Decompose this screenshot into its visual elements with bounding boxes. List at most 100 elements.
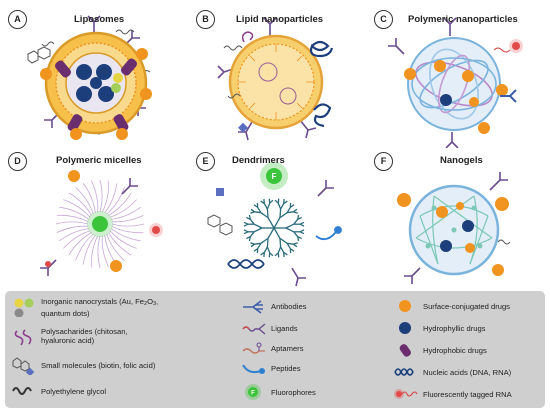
dendrimer-branch (293, 218, 299, 225)
peptide-icon (242, 364, 265, 374)
legend-item-ligands: Ligands (241, 321, 361, 339)
dendrimer-branch (250, 208, 256, 213)
inner-vesicles (258, 62, 297, 105)
aptamer-icon (242, 342, 265, 354)
lipid-nanoparticle-illustration (217, 17, 334, 141)
dendrimer-branch (267, 217, 275, 229)
legend-item-nucleic-acids: Nucleic acids (DNA, RNA) (393, 363, 543, 381)
surface-drugs (404, 68, 508, 134)
panel-letter: F (374, 152, 393, 171)
surface-drug-icon (399, 300, 411, 312)
dendrimer-branch (287, 211, 294, 214)
legend-label: Aptamers (271, 344, 304, 353)
tagged-rna (45, 223, 163, 267)
tagged-rna-icon (394, 389, 418, 399)
polymer-chains (411, 48, 497, 120)
dendrimer-branch (279, 208, 282, 218)
legend-label: Surface-conjugated drugs (423, 302, 510, 311)
panel-title: Polymeric micelles (56, 155, 142, 166)
antibody (500, 89, 517, 103)
panel-letter: D (8, 152, 27, 171)
dendrimer-branch (254, 242, 261, 245)
micelle-chain (75, 233, 94, 261)
micelle-chain (110, 228, 141, 242)
dendrimer-branch (292, 243, 298, 248)
micelle-chains (55, 179, 145, 269)
panel-lipid-nanoparticles: B Lipid nanoparticles (188, 2, 371, 148)
surface-drugs (68, 170, 122, 272)
antibody-icon (243, 300, 263, 314)
micelle-chain (56, 225, 89, 233)
micelle-chain (90, 235, 99, 268)
panel-letter: C (374, 10, 393, 29)
dendrimer-branch (289, 204, 295, 208)
micelle-chain (55, 221, 89, 225)
dendrimer-branch (263, 246, 268, 253)
small-molecule (216, 188, 224, 196)
peg-icon (12, 387, 32, 395)
surface-drugs (40, 48, 152, 140)
peg-chains (223, 45, 243, 99)
legend-item-surface-drugs: Surface-conjugated drugs (393, 297, 543, 315)
micelle-chain (63, 230, 91, 249)
dendrimer-branch (263, 203, 268, 210)
micelle-chain (111, 206, 141, 220)
dendrimer-branch (260, 212, 269, 219)
legend-item-tagged-rna: Fluorescently tagged RNA (393, 385, 543, 403)
dendrimer-branch (293, 231, 299, 238)
small-molecule (238, 122, 248, 133)
legend-label: Peptides (271, 364, 301, 373)
small-molecule (207, 214, 233, 236)
peptide (315, 226, 342, 241)
legend-label: Hydrophyllic drugs (423, 324, 486, 333)
panel-title: Nanogels (440, 155, 483, 166)
dendrimer-branch (250, 242, 255, 245)
dendrimer-branch (287, 242, 294, 245)
dendrimer-branch (286, 242, 291, 249)
encapsulated-drugs (434, 60, 479, 107)
dendrimer-branch (273, 227, 281, 239)
legend-item-peptides: Peptides (241, 361, 361, 379)
dendrimer-branch (260, 251, 265, 256)
micelle-chain (109, 230, 137, 249)
legend-item-nanocrystals: Inorganic nanocrystals (Au, Fe2O3,quantu… (11, 297, 191, 321)
dendrimer-branch (249, 231, 255, 238)
dendrimer-branch (285, 223, 295, 229)
dendrimer-branch (246, 236, 251, 240)
ligand-icon (242, 323, 266, 335)
dendrimer-branch (296, 236, 300, 242)
dendrimer-branch (277, 202, 282, 210)
dendrimer-branch (277, 246, 282, 254)
dendrimer-branch (285, 227, 295, 233)
legend-label: Inorganic nanocrystals (Au, Fe2O3,quantu… (41, 297, 159, 318)
dendrimer-branches (243, 198, 305, 258)
micelle-chain (82, 234, 96, 265)
nucleic-acid (227, 259, 265, 269)
dendrimer-branch (269, 199, 274, 204)
panel-letter: E (196, 152, 215, 171)
encapsulated-drugs (436, 202, 475, 253)
small-molecule-icon (12, 357, 35, 375)
dendrimer-branch (266, 246, 271, 254)
dendrimer-branch (266, 238, 269, 248)
legend-item-peg: Polyethylene glycol (11, 383, 191, 401)
lipid-tails (238, 44, 314, 120)
micelle-chain (101, 180, 110, 213)
polysaccharide-icon (14, 329, 32, 346)
panel-nanogels: F Nanogels (370, 146, 550, 292)
dendrimer-branch (253, 227, 263, 233)
dendrimer-branch (253, 248, 259, 252)
legend-item-hydrophilic-drugs: Hydrophyllic drugs (393, 319, 543, 337)
surface-ligands (388, 17, 459, 148)
dendrimer-branch (279, 237, 288, 244)
panel-title: Polymeric nanoparticles (408, 14, 518, 25)
surface-ligands (217, 17, 317, 141)
micelle-chain (59, 206, 90, 220)
legend-label: Hydrophobic drugs (423, 346, 487, 355)
panel-title: Dendrimers (232, 155, 285, 166)
legend-label: Nucleic acids (DNA, RNA) (423, 368, 512, 377)
micelle-chain (106, 187, 125, 215)
dendrimer-branch (297, 216, 302, 220)
fluorophore-label: F (251, 391, 255, 397)
